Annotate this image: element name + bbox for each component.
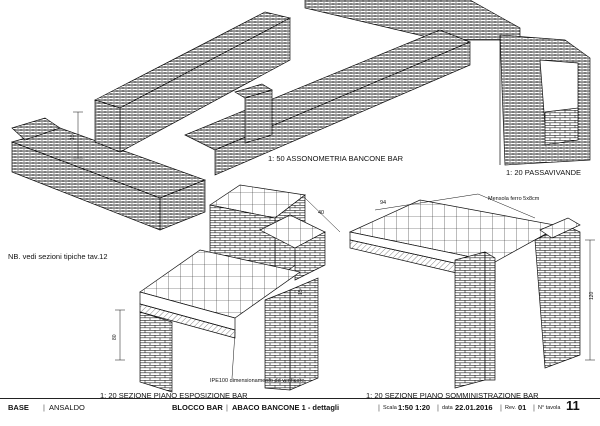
revision-value: 01 (518, 403, 527, 412)
drawing-title: BLOCCO BAR (172, 403, 223, 412)
separator: | (500, 403, 502, 412)
revision-label: Rev. (505, 405, 516, 411)
label-nb: NB. vedi sezioni tipiche tav.12 (8, 252, 108, 261)
title-block: BASE | ANSALDO BLOCCO BAR | ABACO BANCON… (0, 398, 600, 422)
scale-label: Scala (383, 405, 397, 411)
separator: | (43, 403, 45, 412)
separator: | (437, 403, 439, 412)
axonometric-counter (10, 0, 521, 231)
label-passavivande: 1: 20 PASSAVIVANDE (506, 168, 582, 177)
dimension-80: 80 (112, 334, 118, 340)
label-ipe: IPE100 dimensionamento da verificare (210, 378, 305, 384)
date-label: data (442, 405, 453, 411)
dimension-axon: 15 (70, 134, 76, 140)
project-name: BASE (8, 403, 29, 412)
scale-value: 1:50 1:20 (398, 403, 431, 412)
dimension-step: 40 (318, 210, 325, 216)
dimension-120: 120 (589, 291, 595, 300)
label-assonometria: 1: 50 ASSONOMETRIA BANCONE BAR (268, 154, 404, 163)
dimension-slab: 15 (298, 289, 304, 295)
label-mensola: Mensola ferro 5x8cm (488, 196, 540, 202)
author-name: ANSALDO (49, 403, 85, 412)
ipe-leader (231, 331, 236, 379)
drawing-subtitle: ABACO BANCONE 1 - dettagli (232, 403, 340, 412)
separator: | (226, 403, 228, 412)
separator: | (533, 403, 535, 412)
label-sezione-esposizione: 1: 20 SEZIONE PIANO ESPOSIZIONE BAR (100, 391, 248, 400)
sheet-number: 11 (566, 398, 580, 413)
date-value: 22.01.2016 (455, 403, 493, 412)
section-service-counter (348, 193, 595, 389)
passavivande-elevation (499, 34, 591, 166)
sheet-number-label: N° tavola (538, 405, 561, 411)
section-display-counter (115, 184, 341, 393)
label-sezione-somministrazione: 1: 20 SEZIONE PIANO SOMMINISTRAZIONE BAR (366, 391, 539, 400)
dimension-94: 94 (380, 200, 387, 206)
separator: | (378, 403, 380, 412)
